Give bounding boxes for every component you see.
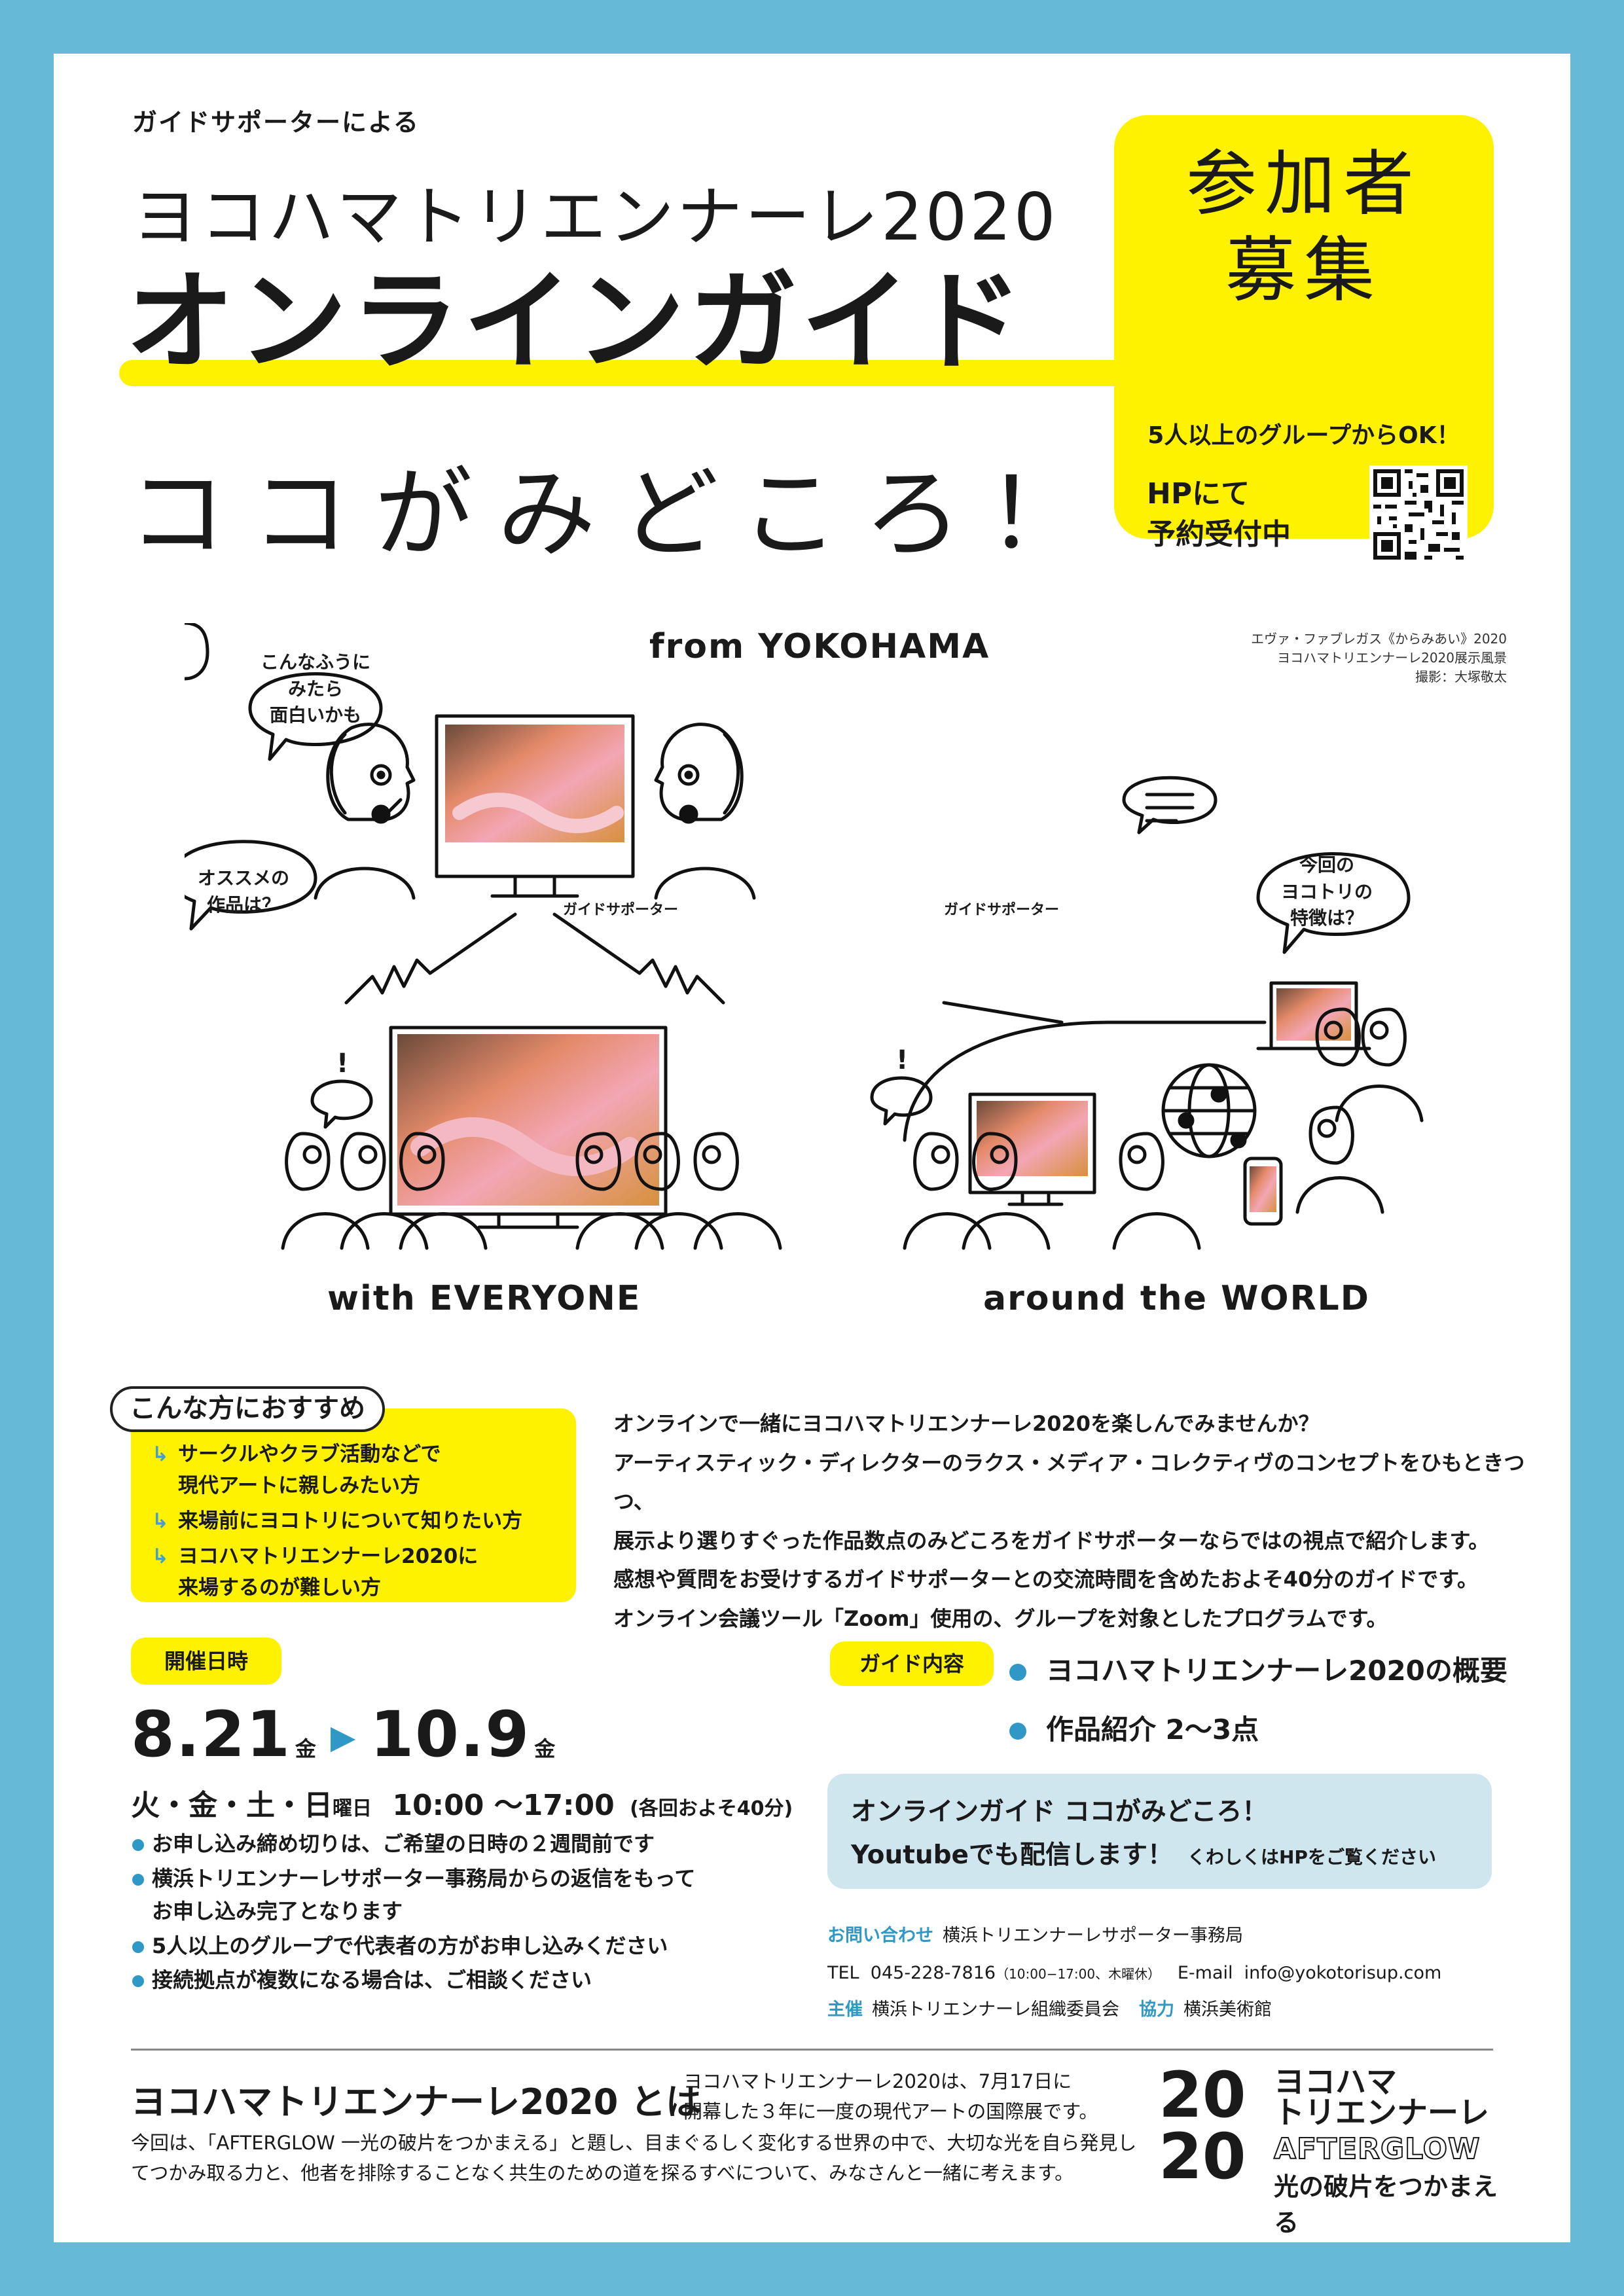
description-line: アーティスティック・ディレクターのラクス・メディア・コレクティヴのコンセプトをひ… xyxy=(613,1450,1525,1515)
description-line: オンラインで一緒にヨコハマトリエンナーレ2020を楽しんでみませんか？ xyxy=(613,1411,1320,1436)
recommend-box xyxy=(131,1408,576,1602)
badge-heading: 参加者 募集 xyxy=(1185,143,1422,312)
intro-text: ガイドサポーターによる xyxy=(132,108,420,137)
badge-reservation: HPにて 予約受付中 xyxy=(1147,477,1291,551)
list-item: 作品紹介 2～3点 xyxy=(1009,1700,1507,1759)
list-item: ↳サークルやクラブ活動などで 現代アートに親しみたい方 xyxy=(152,1439,522,1501)
end-weekday: 金 xyxy=(534,1736,557,1761)
schedule-notes: お申し込み締め切りは、ご希望の日時の２週間前です 横浜トリエンナーレサポーター事… xyxy=(131,1827,695,1998)
schedule-days: 火・金・土・日曜日 10:00 ～17:00 (各回およそ40分) xyxy=(131,1789,793,1822)
description-line: 感想や質問をお受けするガイドサポーターとの交流時間を含めたおよそ40分のガイドで… xyxy=(613,1567,1479,1592)
poster-sheet: ガイドサポーターによる ヨコハマトリエンナーレ2020 オンラインガイド ココが… xyxy=(54,54,1570,2242)
end-date: 10.9 xyxy=(370,1698,531,1771)
youtube-line2: Youtubeでも配信します！くわしくはHPをご覧ください xyxy=(851,1840,1436,1871)
bubble-text-right: 今回の ヨコトリの 特徴は？ xyxy=(1280,854,1373,929)
schedule-tag: 開催日時 xyxy=(131,1638,281,1685)
caption-around-the-world: around the WORLD xyxy=(983,1279,1370,1318)
main-title: オンラインガイド xyxy=(126,259,1026,386)
triangle-arrow-icon: ▶ xyxy=(330,1718,357,1756)
recommend-list: ↳サークルやクラブ活動などで 現代アートに親しみたい方 ↳来場前にヨコトリについ… xyxy=(152,1439,522,1607)
online-guide-illustration xyxy=(185,623,1424,1250)
guide-items: ヨコハマトリエンナーレ2020の概要 作品紹介 2～3点 xyxy=(1009,1641,1507,1759)
list-item: お申し込み締め切りは、ご希望の日時の２週間前です xyxy=(131,1827,695,1861)
recommend-tab: こんな方におすすめ xyxy=(110,1386,385,1432)
qr-code-icon[interactable] xyxy=(1369,465,1468,564)
event-title: ヨコハマトリエンナーレ2020 xyxy=(132,179,1058,255)
bubble-text-top: こんなふうに みたら 面白いかも xyxy=(260,651,370,726)
contact-email[interactable]: info@yokotorisup.com xyxy=(1244,1962,1442,1983)
bubble-text-left: オススメの 作品は？ xyxy=(197,867,289,916)
youtube-line1: オンラインガイド ココがみどころ！ xyxy=(851,1797,1268,1827)
photo-credit: エヴァ・ファブレガス《からみあい》2020 ヨコハマトリエンナーレ2020展示風… xyxy=(1251,631,1507,685)
list-item: 5人以上のグループで代表者の方がお申し込みください xyxy=(131,1929,695,1963)
start-weekday: 金 xyxy=(295,1736,317,1761)
about-text-2: 今回は、「AFTERGLOW 一光の破片をつかまえる」と題し、目まぐるしく変化す… xyxy=(131,2132,1137,2184)
youtube-box: オンラインガイド ココがみどころ！ Youtubeでも配信します！くわしくはHP… xyxy=(827,1774,1492,1889)
contact-org: 横浜トリエンナーレサポーター事務局 xyxy=(943,1926,1243,1946)
list-item: ヨコハマトリエンナーレ2020の概要 xyxy=(1009,1641,1507,1700)
description-line: 展示より選りすぐった作品数点のみどころをガイドサポーターならではの視点で紹介しま… xyxy=(613,1528,1490,1553)
description: オンラインで一緒にヨコハマトリエンナーレ2020を楽しんでみませんか？ アーティ… xyxy=(613,1405,1543,1638)
exclaim-left: ! xyxy=(336,1049,350,1079)
guide-supporter-label-right: ガイドサポーター xyxy=(944,902,1060,918)
title-highlight xyxy=(119,360,1173,386)
arrow-icon: ↳ xyxy=(152,1545,169,1569)
description-line: オンライン会議ツール「Zoom」使用の、グループを対象としたプログラムです。 xyxy=(613,1605,1388,1631)
divider xyxy=(131,2049,1493,2051)
arrow-icon: ↳ xyxy=(152,1509,169,1534)
list-item: 横浜トリエンナーレサポーター事務局からの返信をもって お申し込み完了となります xyxy=(131,1862,695,1928)
host-label: 主催 xyxy=(827,2000,863,2020)
sub-title: ココがみどころ！ xyxy=(128,457,1110,571)
guide-tag: ガイド内容 xyxy=(830,1641,994,1686)
list-item: ↳ヨコハマトリエンナーレ2020に 来場するのが難しい方 xyxy=(152,1541,522,1604)
start-date: 8.21 xyxy=(131,1698,291,1771)
list-item: 接続拠点が複数になる場合は、ご相談ください xyxy=(131,1964,695,1997)
guide-supporter-label-left: ガイドサポーター xyxy=(563,902,679,918)
about-text-1: ヨコハマトリエンナーレ2020は、7月17日に 開幕した３年に一度の現代アートの… xyxy=(683,2070,1098,2123)
contact-tel[interactable]: 045-228-7816 xyxy=(870,1962,996,1983)
caption-from-yokohama: from YOKOHAMA xyxy=(649,627,990,666)
list-item: ↳来場前にヨコトリについて知りたい方 xyxy=(152,1505,522,1537)
exclaim-right: ! xyxy=(896,1045,910,1075)
about-title: ヨコハマトリエンナーレ2020 とは xyxy=(131,2081,702,2123)
contact-info: お問い合わせ横浜トリエンナーレサポーター事務局 TEL 045-228-7816… xyxy=(827,1926,1442,2020)
arrow-icon: ↳ xyxy=(152,1443,169,1466)
badge-subtext: 5人以上のグループからOK！ xyxy=(1147,422,1460,449)
contact-label: お問い合わせ xyxy=(827,1926,933,1946)
coop-label: 協力 xyxy=(1139,2000,1174,2020)
recruitment-badge: 参加者 募集 5人以上のグループからOK！ HPにて 予約受付中 xyxy=(1114,115,1494,564)
caption-with-everyone: with EVERYONE xyxy=(327,1279,641,1318)
